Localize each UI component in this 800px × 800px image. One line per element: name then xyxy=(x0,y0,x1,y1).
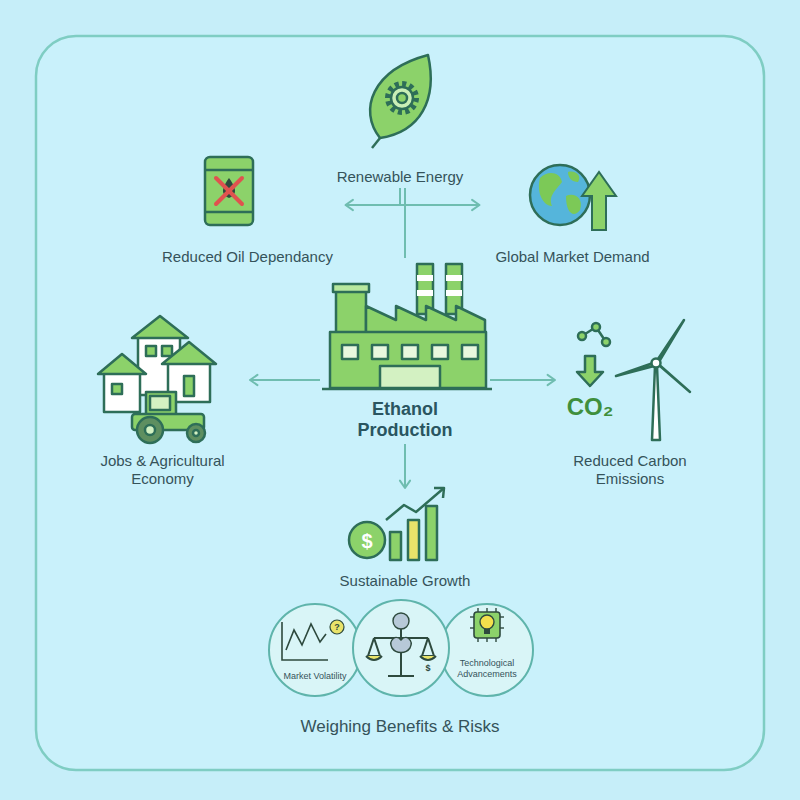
connector-arrow xyxy=(405,188,406,258)
node-label: Market Volatility xyxy=(275,671,355,682)
connector-arrow xyxy=(346,188,401,210)
arrow-head xyxy=(548,375,555,385)
concept-node: Sustainable Growth xyxy=(317,488,493,592)
currency-symbol: $ xyxy=(361,531,372,551)
currency-symbol: $ xyxy=(425,664,430,673)
houses-tractor-icon xyxy=(98,316,216,443)
question-mark: ? xyxy=(334,623,340,632)
connector-arrow xyxy=(400,444,410,488)
carbon-turbine-icon xyxy=(577,320,690,440)
node-label: Reduced Carbon Emissions xyxy=(567,452,693,488)
connector-line xyxy=(250,379,320,381)
factory-icon xyxy=(322,264,492,389)
panel xyxy=(36,36,764,770)
node-label: Global Market Demand xyxy=(483,248,663,266)
connector-line xyxy=(346,188,401,205)
connector-line xyxy=(490,379,555,381)
connector-arrow xyxy=(250,375,320,385)
arrow-head xyxy=(250,375,257,385)
globe-icon xyxy=(530,165,616,230)
arrow-head xyxy=(472,200,479,210)
connector-line xyxy=(400,188,480,205)
oil-barrel-icon xyxy=(205,157,253,225)
connector-arrow xyxy=(490,375,555,385)
concept-node: Global Market Demand xyxy=(480,150,666,268)
connector-arrow xyxy=(400,188,480,210)
arrow-head xyxy=(346,200,353,210)
central-node: Ethanol Production xyxy=(320,258,490,444)
concept-node: Jobs & Agricultural Economy xyxy=(75,312,250,490)
node-label: Renewable Energy xyxy=(315,168,485,186)
node-label: Sustainable Growth xyxy=(320,572,490,590)
leaf-gear-icon xyxy=(370,55,431,148)
concept-node: Reduced Oil Dependancy xyxy=(150,150,346,268)
risk-circle: Market Volatility xyxy=(269,604,361,696)
node-label: Technological Advancements xyxy=(452,658,522,680)
section-caption: Weighing Benefits & Risks xyxy=(300,718,499,735)
balance-circles xyxy=(269,600,533,696)
node-label: Reduced Oil Dependancy xyxy=(153,248,343,266)
growth-icon xyxy=(349,488,444,560)
chemical-formula: CO₂ xyxy=(567,395,614,419)
arrow-head xyxy=(400,481,410,488)
factor-circle: Technological Advancements xyxy=(441,604,533,696)
connector-line xyxy=(404,188,406,258)
connector-line xyxy=(404,444,406,488)
concept-node: Renewable Energy xyxy=(312,55,488,188)
node-label: Ethanol Production xyxy=(349,399,461,442)
node-label: Jobs & Agricultural Economy xyxy=(88,452,238,488)
